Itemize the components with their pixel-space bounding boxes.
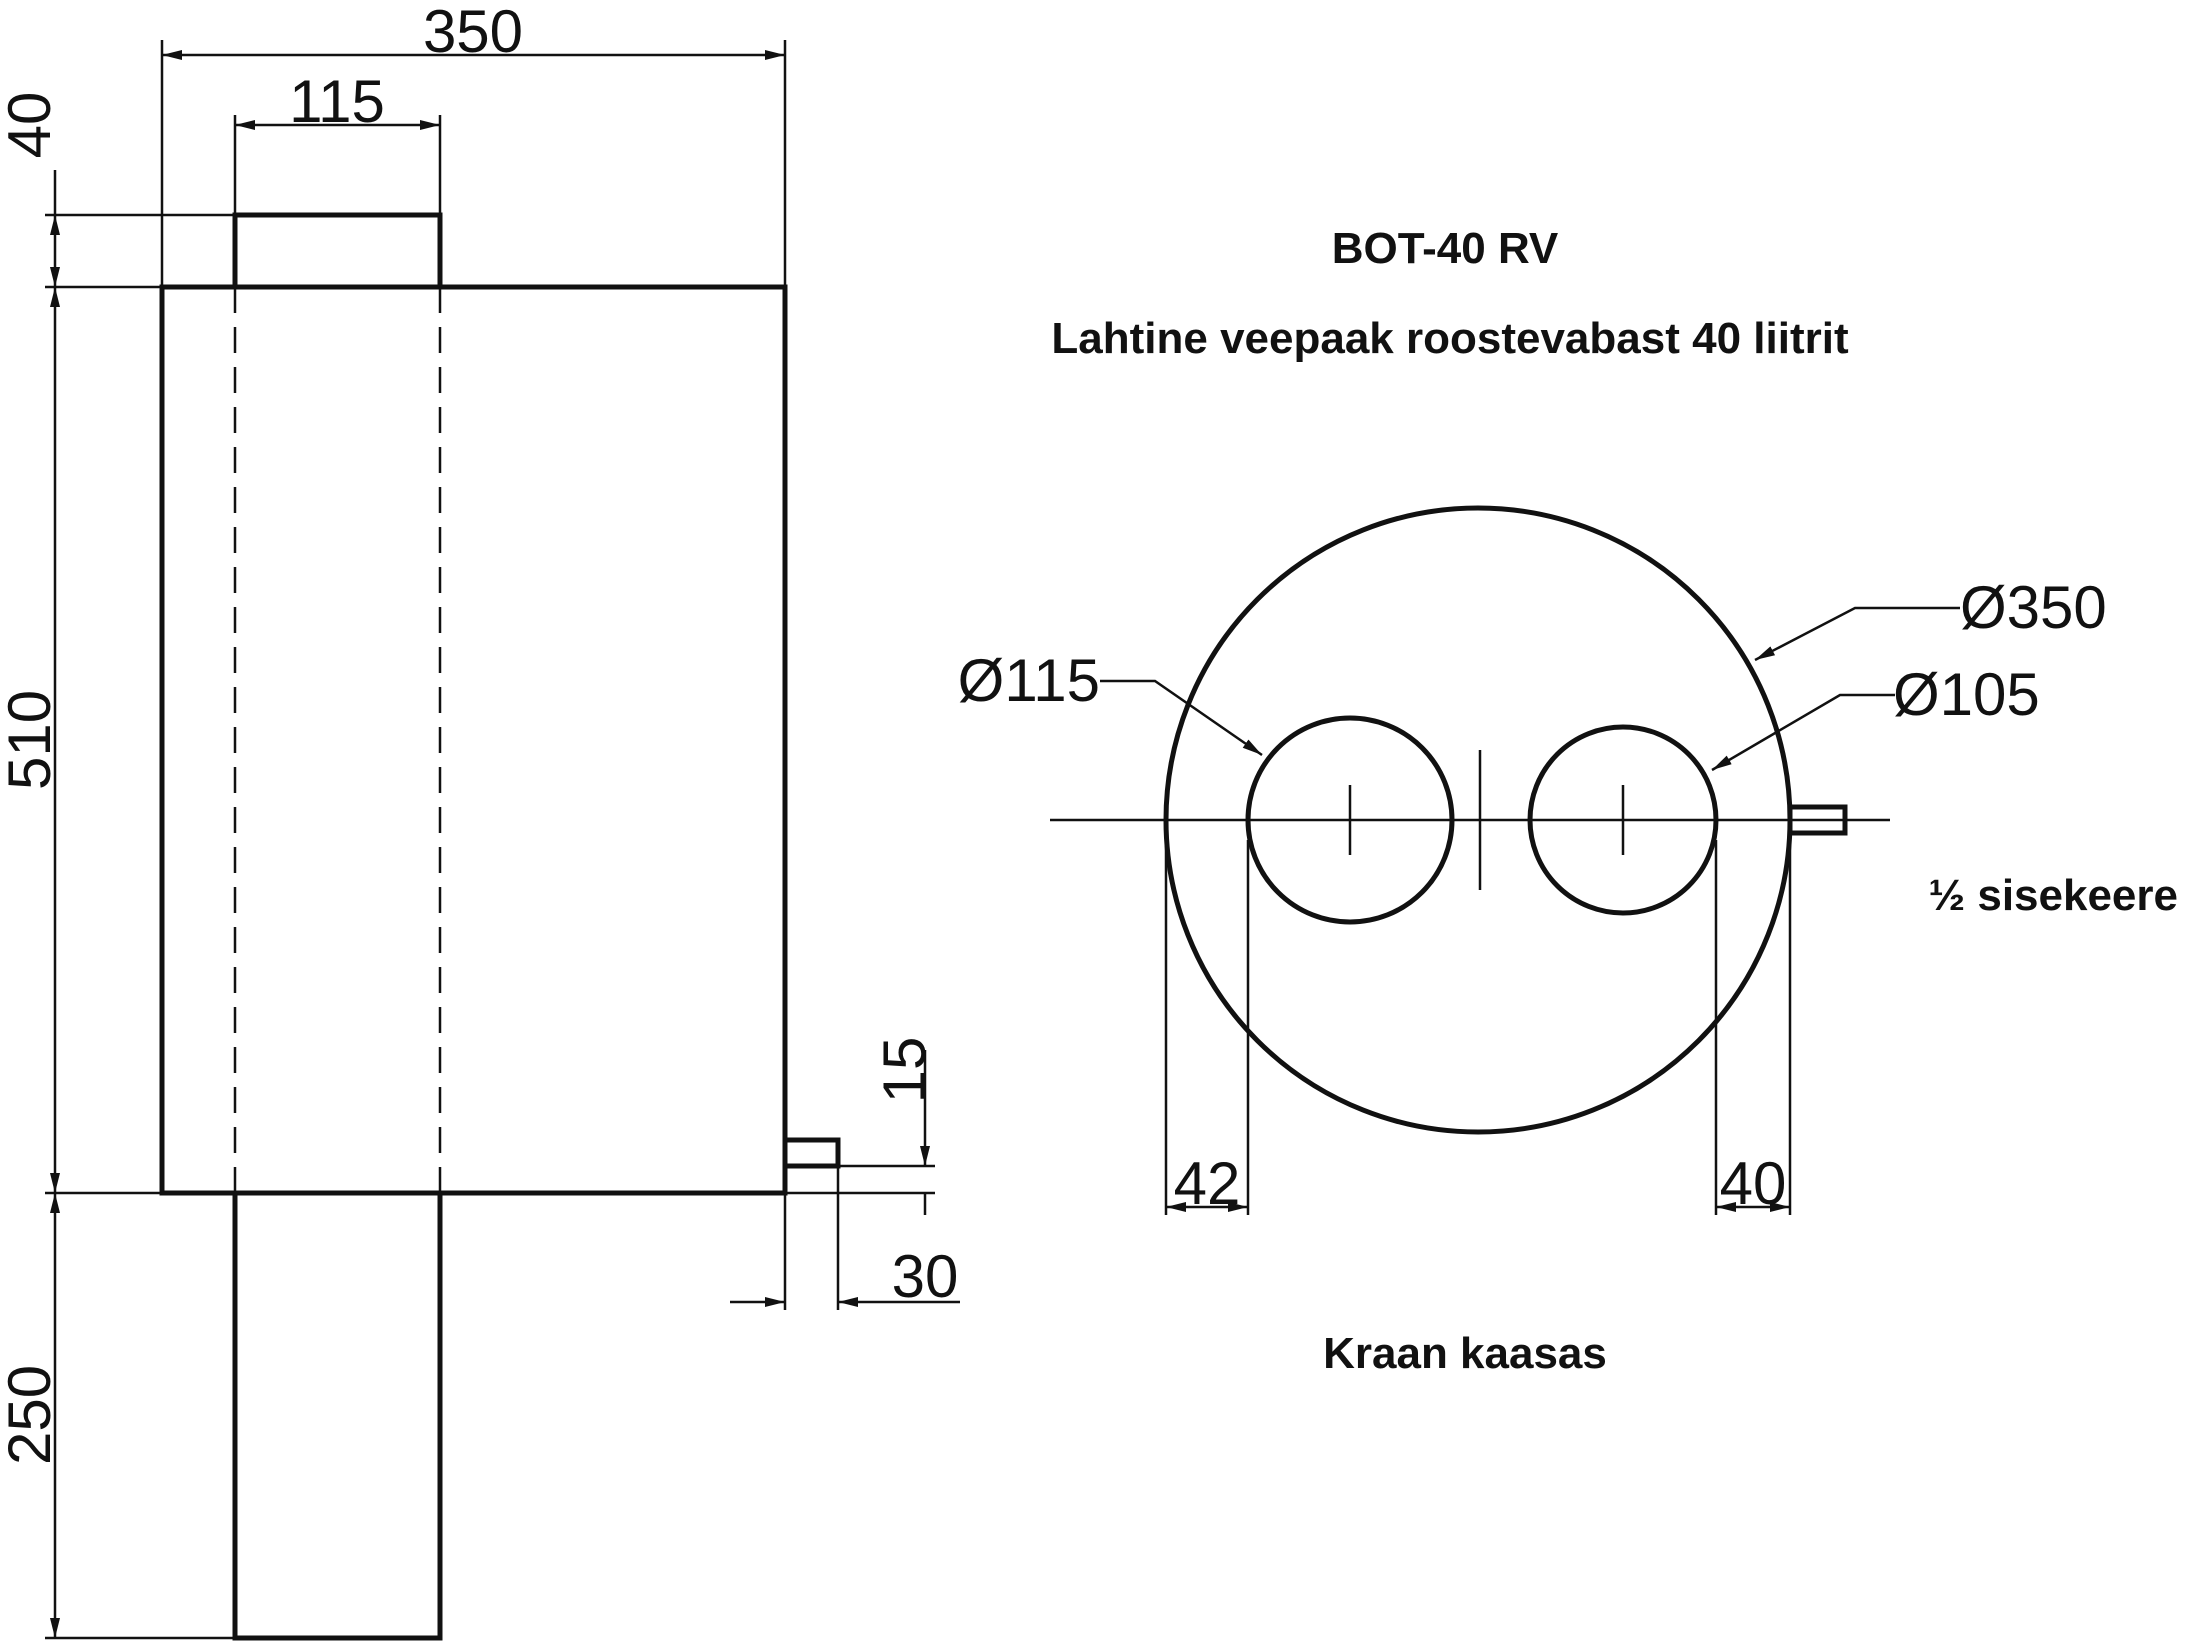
tank-body-outline [159, 284, 788, 1196]
description-title: Lahtine veepaak roostevabast 40 liitrit [1051, 314, 1849, 363]
dim-outlet-height-label: 15 [871, 1037, 938, 1104]
dim-tank-height-label: 510 [0, 690, 63, 790]
dim-bottom-pipe-label: 250 [0, 1365, 63, 1465]
dim-left-hole-dia-label: Ø115 [958, 647, 1100, 714]
thread-stub [1787, 804, 1848, 836]
bottom-pipe-outline [232, 1193, 443, 1641]
dim-top-pipe-label: 40 [0, 92, 63, 159]
dim-right-hole-dia-label: Ø105 [1893, 661, 2040, 728]
thread-note: ½ sisekeere [1928, 871, 2178, 920]
tap-note: Kraan kaasas [1323, 1329, 1607, 1378]
dim-outlet-length-label: 30 [892, 1243, 959, 1310]
top-view: Ø350 Ø105 Ø115 42 40 [958, 505, 2107, 1217]
dim-pipe-width-label: 115 [289, 68, 385, 135]
outlet-stub-outline [785, 1137, 841, 1169]
model-title: BOT-40 RV [1332, 224, 1559, 273]
top-pipe-outline [232, 212, 443, 287]
dim-right-offset-label: 40 [1720, 1150, 1787, 1217]
dim-width-label: 350 [423, 0, 523, 65]
dim-tank-dia-label: Ø350 [1960, 574, 2107, 641]
side-view: 350 115 40 510 250 15 30 [0, 0, 960, 1641]
dim-left-offset-label: 42 [1174, 1150, 1241, 1217]
